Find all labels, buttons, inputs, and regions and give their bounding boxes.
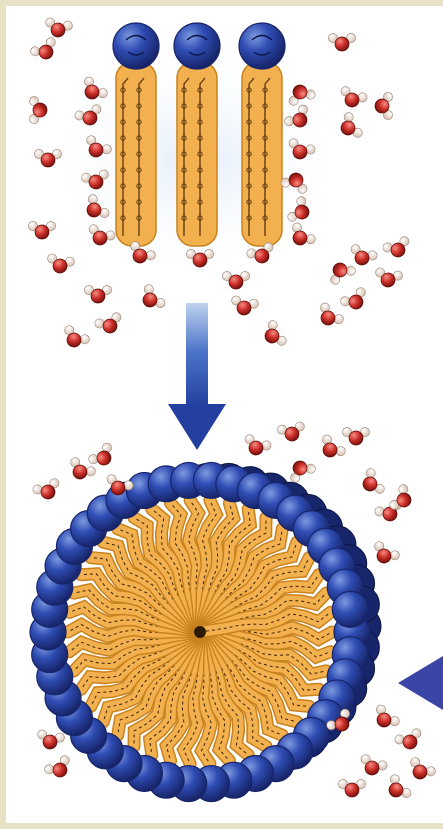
- lipid-tail: [177, 62, 217, 246]
- lipid-tail: [116, 62, 156, 246]
- arrow-shaft: [186, 303, 208, 411]
- lipid-head: [174, 23, 220, 69]
- lipid-molecule: [239, 23, 285, 246]
- lipid-head: [239, 23, 285, 69]
- frame-left: [0, 0, 6, 829]
- lipid-molecule: [174, 23, 220, 246]
- micelle-head: [332, 591, 368, 627]
- frame-top: [0, 0, 443, 6]
- micelle-center: [194, 626, 206, 638]
- lipid-head: [113, 23, 159, 69]
- lipid-molecule: [113, 23, 159, 246]
- frame-bottom: [0, 823, 443, 829]
- lipid-molecules: [113, 23, 285, 246]
- lipid-tail: [242, 62, 282, 246]
